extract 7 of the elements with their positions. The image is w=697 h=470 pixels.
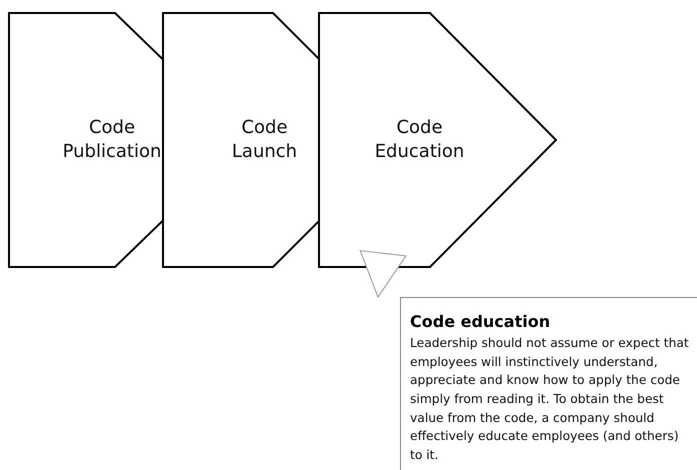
callout-text: Leadership should not assume or expect that employees will instinctively understand, appreciate and know how to apply the code simply from reading it. To obtain the best value from the code, a company should effectively educate employees (and others) to it.	[410, 335, 689, 464]
callout-heading: Code education	[410, 312, 552, 331]
callout-box	[400, 297, 697, 470]
pointer-arrow	[360, 250, 406, 298]
step-label: Code Launch	[230, 116, 298, 164]
step-label: Code Education	[374, 116, 466, 164]
step-label: Code Publication	[62, 116, 162, 164]
